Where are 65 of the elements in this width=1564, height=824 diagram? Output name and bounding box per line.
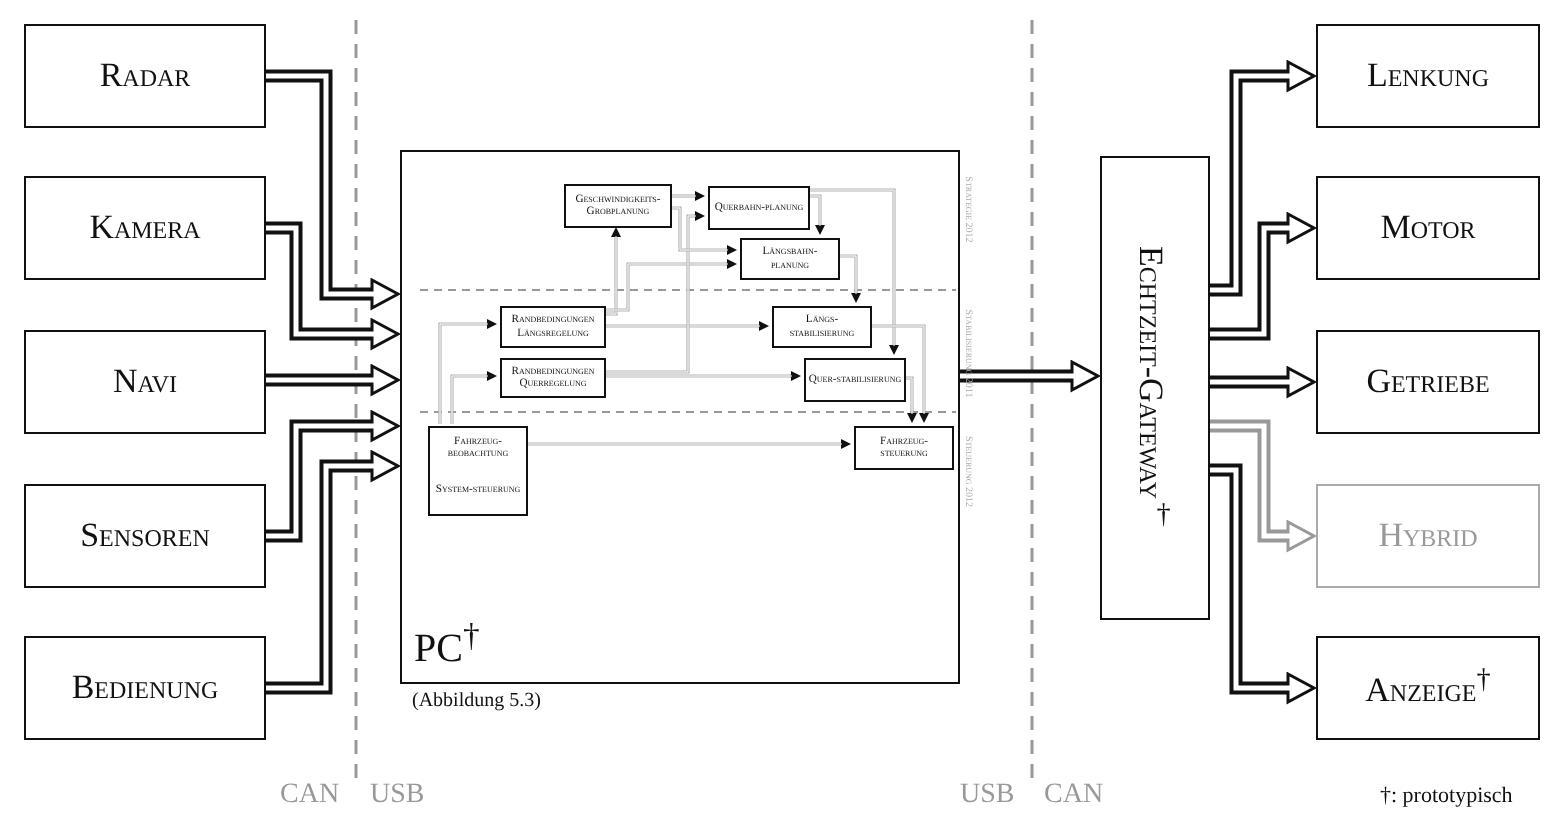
double-line-arrow bbox=[266, 450, 400, 695]
component-box bbox=[24, 330, 266, 434]
component-box bbox=[428, 426, 528, 470]
component-box bbox=[564, 184, 672, 228]
arrow bbox=[604, 321, 769, 331]
arrow bbox=[604, 371, 801, 381]
component-box bbox=[1316, 636, 1540, 740]
bus-label: USB bbox=[960, 780, 1015, 812]
footnote: †: prototypisch bbox=[1380, 784, 1513, 808]
arrow bbox=[604, 259, 737, 312]
component-box bbox=[24, 484, 266, 588]
box-label: Navi bbox=[112, 362, 178, 402]
arrow bbox=[670, 206, 737, 255]
arrow bbox=[604, 227, 621, 316]
box-label: Bedienung bbox=[71, 668, 219, 708]
arrow bbox=[870, 324, 929, 423]
component-box bbox=[1316, 484, 1540, 588]
double-line-arrow bbox=[266, 221, 400, 350]
box-label: Hybrid bbox=[1378, 516, 1478, 556]
arrow bbox=[670, 191, 705, 201]
component-box bbox=[24, 176, 266, 280]
arrow bbox=[450, 371, 497, 424]
computer-panel bbox=[400, 150, 960, 684]
arrow bbox=[904, 376, 917, 423]
arrow bbox=[808, 194, 825, 235]
component-box bbox=[24, 24, 266, 128]
component-box bbox=[428, 468, 528, 516]
double-line-arrow bbox=[1210, 366, 1316, 398]
box-label: Lenkung bbox=[1366, 56, 1490, 96]
component-box bbox=[1100, 156, 1210, 620]
component-box bbox=[1316, 24, 1540, 128]
component-box bbox=[500, 306, 606, 348]
figure-reference: (Abbildung 5.3) bbox=[412, 690, 541, 712]
component-box bbox=[1316, 176, 1540, 280]
double-line-arrow bbox=[266, 364, 400, 396]
component-box bbox=[740, 238, 840, 280]
double-line-arrow bbox=[1210, 463, 1316, 704]
double-line-arrow bbox=[1210, 60, 1316, 297]
double-line-arrow bbox=[960, 360, 1100, 392]
double-line-arrow bbox=[266, 69, 400, 310]
box-label: Radar bbox=[99, 56, 191, 96]
component-box bbox=[854, 426, 954, 470]
double-line-arrow bbox=[1210, 419, 1316, 552]
arrow bbox=[604, 211, 705, 374]
box-label: Sensoren bbox=[80, 516, 210, 556]
arrow bbox=[438, 319, 497, 424]
double-line-arrow bbox=[1210, 212, 1316, 341]
component-box bbox=[1316, 330, 1540, 434]
arrow bbox=[838, 254, 861, 303]
component-box bbox=[772, 306, 872, 348]
box-label: Motor bbox=[1380, 208, 1476, 248]
arrow bbox=[526, 439, 851, 449]
box-label: Anzeige$^{†}$ bbox=[1365, 664, 1491, 712]
component-box bbox=[500, 358, 606, 398]
bus-label: CAN bbox=[280, 780, 340, 812]
component-box bbox=[804, 358, 906, 402]
box-label: Getriebe bbox=[1366, 362, 1490, 402]
bus-label: CAN bbox=[1044, 780, 1104, 812]
panel-title: PC$^{†}$ bbox=[414, 616, 480, 674]
arrow bbox=[808, 188, 899, 355]
component-box bbox=[24, 636, 266, 740]
component-box bbox=[708, 186, 810, 230]
bus-label: USB bbox=[370, 780, 425, 812]
double-line-arrow bbox=[266, 410, 400, 543]
box-label: Kamera bbox=[89, 208, 201, 248]
